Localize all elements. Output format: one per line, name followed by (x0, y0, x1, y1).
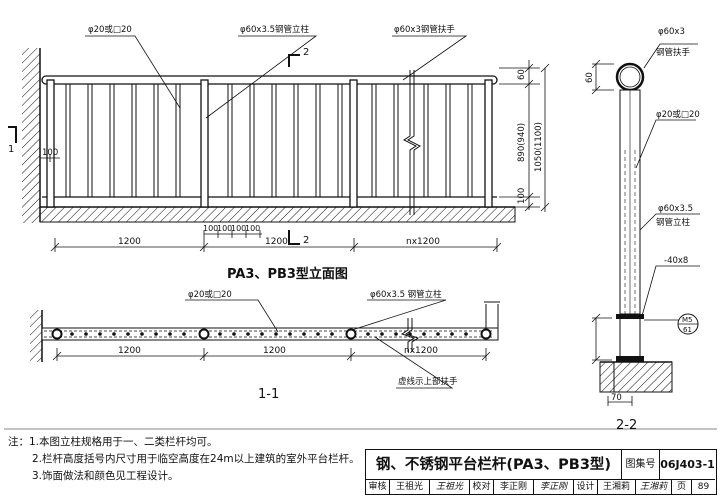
page-label: 页 (672, 480, 692, 494)
section-plate-label: -40x8 (664, 256, 688, 266)
designer-name: 王湘莉 (598, 480, 636, 494)
plan-dim-1200-b: 1200 (263, 346, 286, 356)
plan-slab-edge (41, 327, 499, 341)
section-mark-1: 1 (8, 144, 14, 155)
plan-dashed-note: 虚线示上部扶手 (398, 376, 458, 387)
section-handrail-size: φ60x3 (658, 27, 685, 37)
section-slab (599, 361, 673, 393)
section-dim-70: 70 (611, 393, 622, 403)
dim-1200-a: 1200 (118, 237, 141, 247)
reviewer-signature: 王祖光 (430, 480, 470, 494)
section-dim-60: 60 (585, 72, 595, 83)
dim-100-b: 100 (217, 224, 232, 233)
plan-dims (52, 348, 491, 361)
designer-signature: 王湘莉 (636, 480, 672, 494)
page-number: 89 (697, 482, 710, 492)
dim-100-a: 100 (203, 224, 218, 233)
dim-1200-b: 1200 (265, 237, 288, 247)
section-ref-top: M5 (682, 316, 693, 324)
posts (46, 79, 493, 208)
atlas-label: 图集号 (622, 450, 660, 480)
plan-dim-1200-a: 1200 (118, 346, 141, 356)
wall-offset-dim: 100 (42, 148, 58, 158)
section-mark-2-bottom: 2 (303, 235, 309, 246)
section-handrail-name: 钢管扶手 (656, 47, 691, 58)
notes-block: 注：1.本图立柱规格用于一、二类栏杆均可。 2.栏杆高度括号内尺寸用于临空高度在… (8, 434, 363, 485)
dim-890: 890(940) (517, 123, 527, 162)
dim-100-c: 100 (231, 224, 246, 233)
plan-view: φ20或□20 φ60x3.5 钢管立柱 虚线示上部扶手 1200 1200 n… (30, 289, 500, 402)
section-post-size: φ60x3.5 (658, 204, 693, 214)
floor-slab (39, 206, 516, 223)
reviewer-name: 王祖光 (390, 480, 430, 494)
dim-bottom-100: 100 (517, 188, 527, 204)
atlas-number: 06J403-1 (660, 450, 715, 480)
drawing-title: 钢、不锈钢平台栏杆(PA3、PB3型) (366, 450, 622, 480)
dim-nx1200: nx1200 (406, 237, 440, 247)
elevation-vertical-dims (499, 60, 550, 212)
checker-signature: 李正刚 (534, 480, 574, 494)
elevation-horizontal-dims (50, 230, 502, 252)
section-post-name: 钢管立柱 (656, 217, 691, 228)
note-3: 3.饰面做法和颜色见工程设计。 (32, 470, 179, 482)
elevation-post-label: φ60x3.5钢管立柱 (240, 24, 309, 35)
dim-100-d: 100 (245, 224, 260, 233)
wall-hatch (22, 48, 40, 223)
note-2: 2.栏杆高度括号内尺寸用于临空高度在24m以上建筑的室外平台栏杆。 (32, 453, 360, 465)
section-base-plate (616, 314, 644, 319)
plan-title: 1-1 (258, 387, 279, 402)
design-label: 设计 (574, 480, 598, 494)
dim-top-60: 60 (517, 69, 527, 80)
plan-baluster-label: φ20或□20 (188, 289, 232, 300)
section-view: 60 φ60x3 钢管扶手 φ20或□20 φ60x3.5 钢管立柱 -40x8… (585, 27, 700, 433)
check-label: 校对 (470, 480, 494, 494)
balusters (65, 84, 473, 197)
dim-1050: 1050(1100) (534, 122, 544, 172)
plan-balusters (70, 332, 468, 336)
note-1: 注：1.本图立柱规格用于一、二类栏杆均可。 (8, 436, 218, 448)
elevation-title: PA3、PB3型立面图 (227, 266, 348, 282)
review-label: 审核 (366, 480, 390, 494)
title-block: 钢、不锈钢平台栏杆(PA3、PB3型) 图集号 06J403-1 审核 王祖光 … (365, 449, 717, 495)
plan-wall-hatch (30, 310, 42, 362)
handrail (41, 75, 498, 85)
checker-name: 李正刚 (494, 480, 534, 494)
elevation-baluster-label: φ20或□20 (88, 24, 132, 35)
section-left-dims (591, 59, 614, 365)
break-symbol (403, 70, 421, 215)
plan-post-label: φ60x3.5 钢管立柱 (370, 289, 442, 300)
plan-dim-nx1200: nx1200 (404, 346, 438, 356)
elevation-view: φ20或□20 φ60x3.5钢管立柱 φ60x3钢管扶手 100 60 890… (8, 24, 550, 282)
plan-posts (51, 328, 492, 340)
elevation-handrail-label: φ60x3钢管扶手 (394, 24, 455, 35)
section-baluster-label: φ20或□20 (656, 109, 700, 120)
section-title: 2-2 (616, 418, 637, 433)
signature-row: 审核 王祖光 王祖光 校对 李正刚 李正刚 设计 王湘莉 王湘莉 页 89 (366, 480, 715, 494)
section-ref-bottom: 61 (683, 326, 692, 334)
section-mark-2-top: 2 (303, 47, 309, 58)
